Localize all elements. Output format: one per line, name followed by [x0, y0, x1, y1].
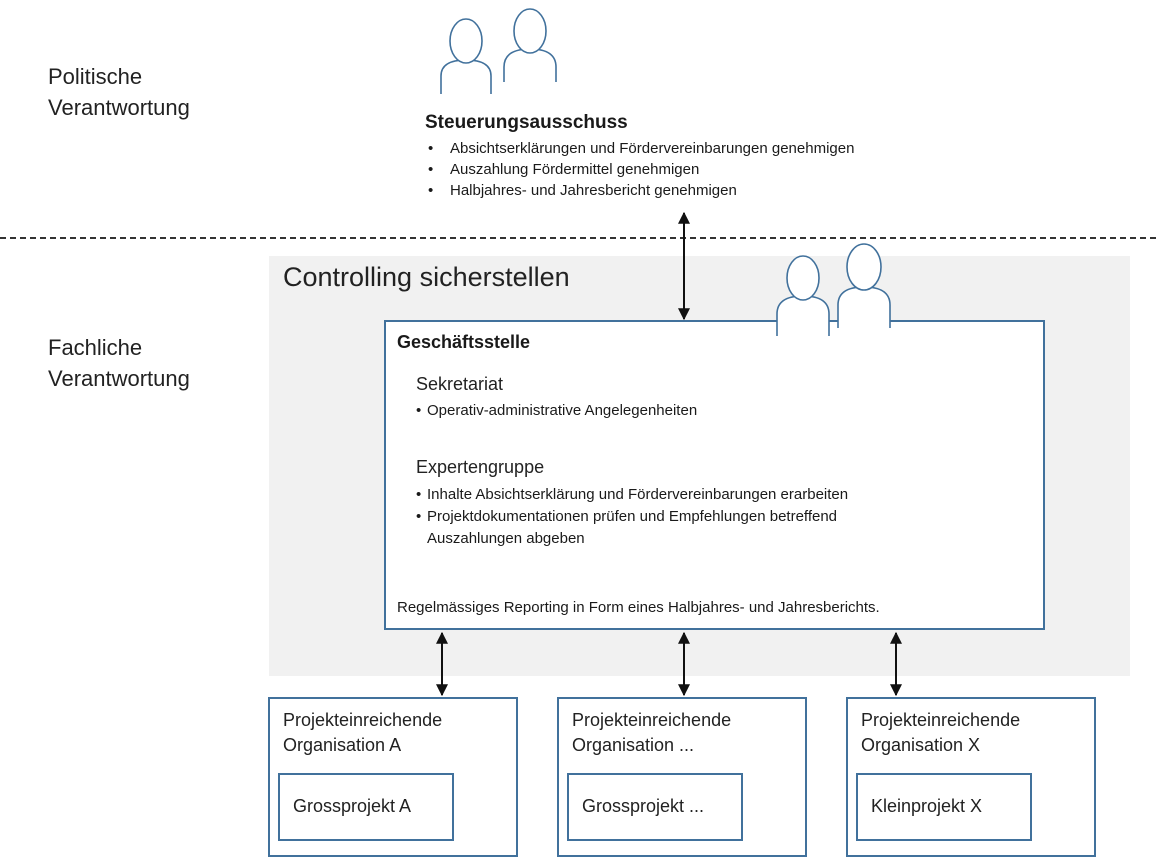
project-label-x: Kleinprojekt X: [871, 796, 983, 816]
level-divider: [0, 237, 1156, 239]
secretariat-title: Sekretariat: [416, 374, 504, 394]
organisation-title-b: Projekteinreichende Organisation ...: [572, 710, 732, 755]
political-responsibility-label: Politische Verantwortung: [48, 64, 190, 120]
organisation-title-a: Projekteinreichende Organisation A: [283, 710, 443, 755]
organisation-title-x: Projekteinreichende Organisation X: [861, 710, 1021, 755]
office-title: Geschäftsstelle: [397, 332, 531, 352]
expert-group-item: Inhalte Absichtserklärung und Fördervere…: [416, 484, 856, 506]
person-icon: [776, 255, 830, 336]
secretariat-list: Operativ-administrative Angelegenheiten: [416, 400, 836, 422]
technical-responsibility-label: Fachliche Verantwortung: [48, 335, 190, 391]
person-icon: [837, 243, 891, 328]
expert-group-list: Inhalte Absichtserklärung und Fördervere…: [416, 484, 856, 550]
steering-committee-item: Auszahlung Fördermittel genehmigen: [428, 159, 985, 180]
steering-committee-list: Absichtserklärungen und Fördervereinbaru…: [425, 138, 985, 201]
project-box-a: [278, 773, 454, 841]
steering-committee-item: Absichtserklärungen und Fördervereinbaru…: [428, 138, 985, 159]
office-box: [384, 320, 1045, 630]
project-box-b: [567, 773, 743, 841]
steering-committee-item: Halbjahres- und Jahresbericht genehmigen: [428, 180, 985, 201]
office-footer: Regelmässiges Reporting in Form eines Ha…: [397, 599, 880, 616]
project-label-a: Grossprojekt A: [293, 796, 412, 816]
project-label-b: Grossprojekt ...: [582, 796, 705, 816]
secretariat-item: Operativ-administrative Angelegenheiten: [416, 400, 836, 422]
person-icon: [503, 8, 557, 82]
expert-group-title: Expertengruppe: [416, 457, 545, 477]
steering-committee: Steuerungsausschuss Absichtserklärungen …: [425, 112, 985, 201]
steering-committee-title: Steuerungsausschuss: [425, 112, 628, 133]
project-box-x: [856, 773, 1032, 841]
controlling-title: Controlling sicherstellen: [283, 262, 570, 292]
person-icon: [440, 18, 492, 94]
expert-group-item: Projektdokumentationen prüfen und Empfeh…: [416, 506, 856, 550]
